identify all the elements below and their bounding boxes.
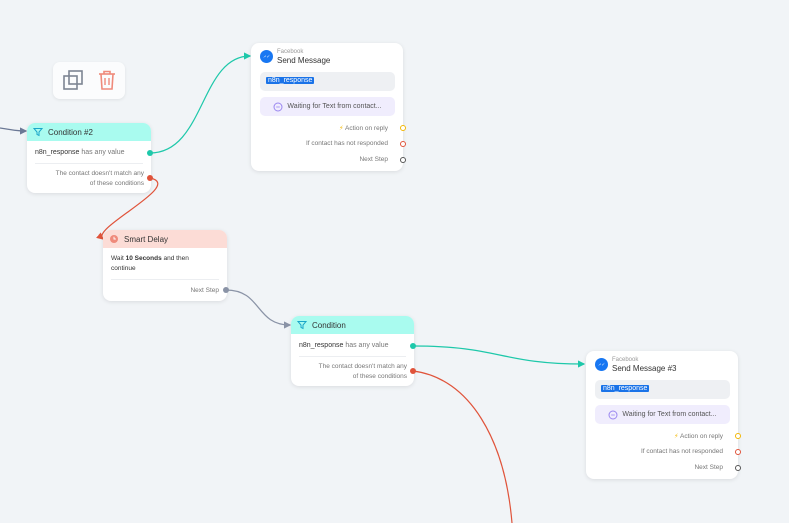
action-on-reply-port[interactable] bbox=[735, 433, 741, 439]
waiting-reply-block[interactable]: Waiting for Text from contact... bbox=[260, 97, 395, 116]
waiting-reply-block[interactable]: Waiting for Text from contact... bbox=[595, 405, 730, 424]
condition-title: Condition bbox=[312, 320, 346, 330]
not-responded-label: If contact has not responded bbox=[305, 140, 388, 147]
delay-description: Wait 10 Seconds and then continue bbox=[111, 255, 189, 272]
not-responded-port[interactable] bbox=[400, 141, 406, 147]
divider bbox=[299, 356, 406, 357]
divider bbox=[35, 163, 143, 164]
condition-else-port[interactable] bbox=[410, 368, 416, 374]
action-on-reply-label: ⚡ Action on reply bbox=[338, 125, 388, 132]
filter-icon bbox=[33, 128, 43, 137]
message-field[interactable]: n8n_response bbox=[595, 380, 730, 399]
node-toolbar bbox=[53, 62, 125, 99]
condition-2-header: Condition #2 bbox=[27, 123, 151, 141]
variable-chip: n8n_response bbox=[266, 77, 315, 84]
messenger-icon bbox=[595, 358, 608, 371]
send-message-title: Send Message bbox=[277, 56, 331, 65]
clock-icon bbox=[110, 235, 118, 243]
condition-2-title: Condition #2 bbox=[48, 127, 93, 137]
condition-2-else: The contact doesn't match any of these c… bbox=[55, 170, 144, 187]
send-message-3-node[interactable]: Facebook Send Message #3 n8n_response Wa… bbox=[586, 351, 741, 479]
condition-else: The contact doesn't match any of these c… bbox=[318, 363, 407, 380]
action-on-reply-port[interactable] bbox=[400, 125, 406, 131]
delay-next-step-port[interactable] bbox=[223, 287, 229, 293]
duplicate-icon[interactable] bbox=[61, 68, 85, 92]
not-responded-label: If contact has not responded bbox=[640, 448, 723, 455]
wire-incoming bbox=[0, 127, 28, 135]
condition-header: Condition bbox=[291, 316, 414, 334]
next-step-label: Next Step bbox=[694, 464, 723, 471]
lightning-icon: ⚡ bbox=[338, 125, 344, 132]
condition-2-node[interactable]: Condition #2 n8n_response has any value … bbox=[27, 123, 153, 193]
condition-2-rule: n8n_response has any value bbox=[35, 149, 125, 156]
condition-node[interactable]: Condition n8n_response has any value The… bbox=[291, 316, 416, 386]
messenger-icon bbox=[260, 50, 273, 63]
chat-bubble-icon bbox=[273, 102, 283, 111]
not-responded-port[interactable] bbox=[735, 449, 741, 455]
next-step-port[interactable] bbox=[400, 157, 406, 163]
action-on-reply-label: ⚡ Action on reply bbox=[673, 433, 723, 440]
wire-condition2-to-send1 bbox=[149, 52, 252, 154]
next-step-port[interactable] bbox=[735, 465, 741, 471]
divider bbox=[111, 279, 219, 280]
variable-chip: n8n_response bbox=[601, 385, 650, 392]
chat-bubble-icon bbox=[608, 410, 618, 419]
condition-rule: n8n_response has any value bbox=[299, 342, 389, 349]
smart-delay-node[interactable]: Smart Delay Wait 10 Seconds and then con… bbox=[103, 230, 229, 301]
smart-delay-title: Smart Delay bbox=[124, 234, 169, 244]
wire-condition-to-send3 bbox=[412, 345, 586, 368]
condition-2-success-port[interactable] bbox=[147, 150, 153, 156]
wire-delay-to-condition bbox=[225, 289, 292, 329]
send-message-platform: Facebook bbox=[277, 49, 304, 55]
delay-next-step-label: Next Step bbox=[190, 287, 219, 294]
message-field[interactable]: n8n_response bbox=[260, 72, 395, 91]
send-message-3-title: Send Message #3 bbox=[612, 364, 677, 373]
condition-2-else-port[interactable] bbox=[147, 175, 153, 181]
wire-condition-else bbox=[412, 370, 513, 523]
trash-icon[interactable] bbox=[95, 68, 119, 92]
condition-success-port[interactable] bbox=[410, 343, 416, 349]
send-message-3-platform: Facebook bbox=[612, 357, 639, 363]
lightning-icon: ⚡ bbox=[673, 433, 679, 440]
send-message-node[interactable]: Facebook Send Message n8n_response Waiti… bbox=[251, 43, 406, 171]
filter-icon bbox=[297, 321, 307, 330]
next-step-label: Next Step bbox=[359, 156, 388, 163]
smart-delay-header: Smart Delay bbox=[103, 230, 227, 248]
